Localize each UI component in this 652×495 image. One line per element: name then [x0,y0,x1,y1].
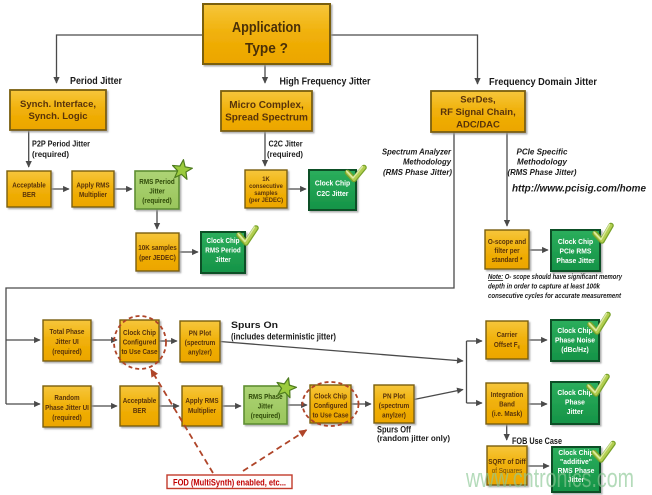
svg-text:10K samples: 10K samples [138,245,177,252]
svg-text:Synch. Interface,: Synch. Interface, [20,99,96,110]
svg-text:Multiplier: Multiplier [188,408,216,415]
svg-text:Phase Jitter UI: Phase Jitter UI [45,405,89,412]
svg-text:RMS Phase: RMS Phase [248,394,282,401]
svg-text:Clock Chip: Clock Chip [123,330,156,337]
svg-text:(spectrum: (spectrum [185,340,216,347]
svg-text:Clock Chip: Clock Chip [557,388,593,397]
svg-text:Phase Jitter: Phase Jitter [556,256,594,265]
svg-text:Jitter: Jitter [149,189,165,196]
svg-text:P2P Period Jitter: P2P Period Jitter [32,139,91,149]
svg-text:(includes deterministic jitter: (includes deterministic jitter) [231,332,336,343]
svg-text:BER: BER [133,408,146,415]
svg-text:(spectrum: (spectrum [379,403,410,410]
svg-text:Clock Chip: Clock Chip [315,179,351,188]
svg-text:Methodology: Methodology [403,158,452,167]
svg-text:consecutive cycles for accurat: consecutive cycles for accurate measurem… [488,291,621,300]
svg-text:High Frequency Jitter: High Frequency Jitter [280,77,371,88]
svg-text:PCIe Specific: PCIe Specific [517,148,569,157]
svg-text:(required): (required) [251,413,280,420]
svg-text:PN Plot: PN Plot [383,394,406,401]
svg-text:Spectrum Analyzer: Spectrum Analyzer [382,148,452,157]
svg-text:FOB Use Case: FOB Use Case [512,436,562,447]
svg-text:RMS Phase: RMS Phase [558,466,595,475]
svg-text:Apply RMS: Apply RMS [76,183,110,190]
svg-text:standard *: standard * [492,257,523,264]
svg-text:(required): (required) [52,349,81,356]
svg-text:Jitter UI: Jitter UI [55,339,79,346]
svg-text:Phase Noise: Phase Noise [555,336,595,345]
svg-text:Methodology: Methodology [517,158,568,167]
svg-text:Configured: Configured [123,340,157,347]
svg-text:BER: BER [22,192,35,199]
svg-text:(i.e. Mask): (i.e. Mask) [492,411,523,418]
svg-text:Offset Fc: Offset Fc [494,342,520,351]
svg-text:Period Jitter: Period Jitter [70,76,122,87]
svg-text:Configured: Configured [314,403,348,410]
svg-text:samples: samples [254,190,278,197]
svg-text:(dBc/Hz): (dBc/Hz) [561,345,589,354]
svg-text:(RMS Phase Jitter): (RMS Phase Jitter) [508,168,577,177]
svg-text:http://www.pcisig.com/home: http://www.pcisig.com/home [512,183,646,195]
svg-text:Random: Random [54,395,79,402]
svg-text:RF Signal Chain,: RF Signal Chain, [440,107,515,118]
svg-text:Clock Chip: Clock Chip [558,448,594,457]
svg-text:(required): (required) [142,198,171,205]
svg-text:Clock Chip: Clock Chip [314,394,347,401]
svg-text:Micro Complex,: Micro Complex, [229,100,304,111]
svg-text:(per JEDEC): (per JEDEC) [139,255,176,262]
svg-text:Spurs Off: Spurs Off [377,425,412,436]
svg-text:Clock Chip: Clock Chip [557,326,593,335]
svg-text:Jitter: Jitter [567,407,584,416]
svg-text:RMS Period: RMS Period [205,248,240,255]
svg-text:(required): (required) [52,415,81,422]
svg-text:to Use Case: to Use Case [121,349,157,356]
svg-text:Carrier: Carrier [497,332,518,339]
svg-text:Synch. Logic: Synch. Logic [28,111,87,122]
svg-text:Type ?: Type ? [245,40,288,57]
svg-text:Acceptable: Acceptable [12,183,46,190]
svg-text:PN Plot: PN Plot [189,331,212,338]
svg-text:Note: O- scope should have sig: Note: O- scope should have significant m… [488,272,623,281]
svg-text:SerDes,: SerDes, [460,95,495,106]
svg-text:anylzer): anylzer) [188,350,212,357]
svg-text:Clock Chip: Clock Chip [207,238,240,245]
svg-text:"additive": "additive" [560,457,592,466]
svg-text:FOD (MultiSynth) enabled, etc.: FOD (MultiSynth) enabled, etc... [173,478,286,489]
svg-text:Integration: Integration [491,392,524,399]
svg-text:SQRT of Diff: SQRT of Diff [488,459,526,466]
svg-text:Spread Spectrum: Spread Spectrum [225,113,308,124]
svg-text:consecutive: consecutive [249,183,283,190]
svg-text:RMS Period: RMS Period [139,179,174,186]
svg-text:filter per: filter per [494,248,519,255]
svg-text:(RMS Phase Jitter): (RMS Phase Jitter) [383,168,452,177]
svg-text:Jitter: Jitter [568,475,585,484]
svg-text:ADC/DAC: ADC/DAC [456,120,500,131]
svg-text:C2C Jitter: C2C Jitter [317,189,349,198]
svg-text:of Squares: of Squares [492,468,523,475]
svg-text:anylzer): anylzer) [382,413,406,420]
svg-text:Clock Chip: Clock Chip [558,237,594,246]
svg-text:O-scope and: O-scope and [488,239,526,246]
svg-text:depth in order to capture at: depth in order to capture at least 100k [488,282,601,291]
svg-text:Frequency Domain Jitter: Frequency Domain Jitter [489,77,597,88]
svg-text:Multiplier: Multiplier [79,192,107,199]
svg-text:PCIe RMS: PCIe RMS [560,247,592,256]
svg-text:(random jitter only): (random jitter only) [377,433,450,443]
svg-text:Apply RMS: Apply RMS [185,398,219,405]
svg-text:to Use Case: to Use Case [312,413,348,420]
svg-text:Jitter: Jitter [215,257,231,264]
svg-text:(per JEDEC): (per JEDEC) [249,197,283,204]
svg-text:1K: 1K [262,176,270,183]
svg-text:Application: Application [232,19,301,36]
svg-text:Band: Band [499,402,515,409]
svg-text:Phase: Phase [565,398,585,407]
svg-text:Total Phase: Total Phase [50,329,85,336]
svg-text:(required): (required) [267,149,303,159]
svg-text:C2C Jitter: C2C Jitter [269,139,304,149]
svg-text:www.cntronics.com: www.cntronics.com [465,463,634,493]
svg-text:Spurs On: Spurs On [231,320,278,331]
svg-text:Acceptable: Acceptable [123,398,157,405]
svg-text:(required): (required) [32,149,69,159]
svg-text:Jitter: Jitter [258,404,274,411]
